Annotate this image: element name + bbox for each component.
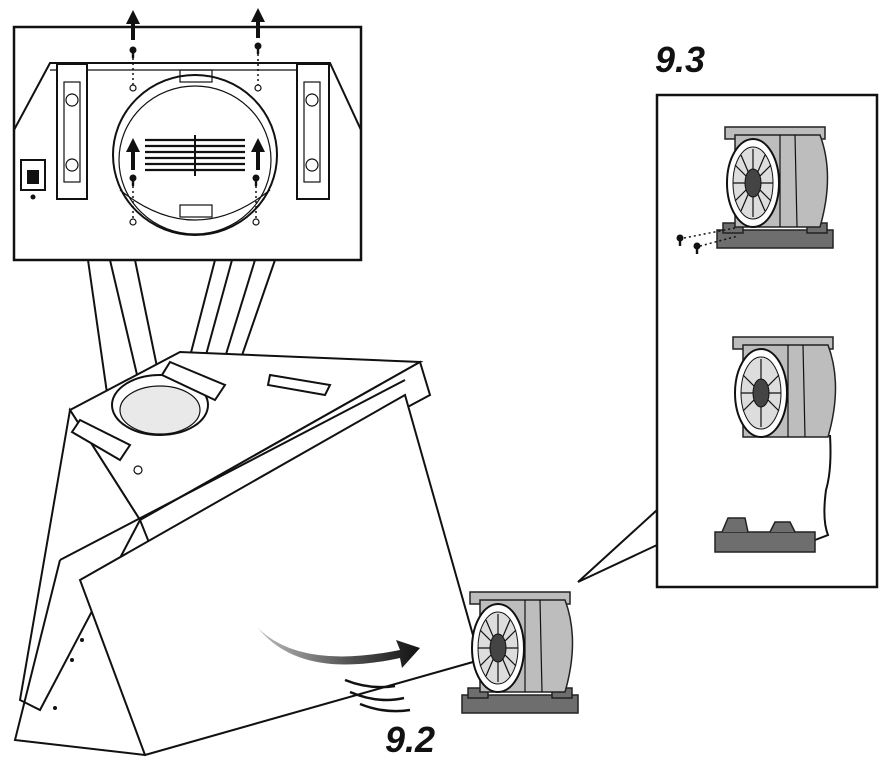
detail-panel-9-3	[577, 93, 879, 589]
fan-motor-icon	[732, 336, 837, 438]
detail-panel-top	[12, 8, 363, 262]
fan-motor-icon	[716, 126, 834, 249]
cooker-hood	[13, 350, 482, 757]
step-label-9-2: 9.2	[385, 719, 435, 760]
left-bracket	[56, 63, 88, 200]
curved-arrow-icon	[258, 628, 420, 713]
right-bracket	[296, 63, 330, 200]
fan-motor-icon	[461, 591, 579, 714]
motor-base	[714, 517, 816, 553]
power-socket-icon	[20, 159, 46, 200]
up-arrow-icon	[126, 8, 265, 170]
step-label-9-3: 9.3	[655, 39, 705, 80]
duct-collar	[112, 69, 278, 236]
